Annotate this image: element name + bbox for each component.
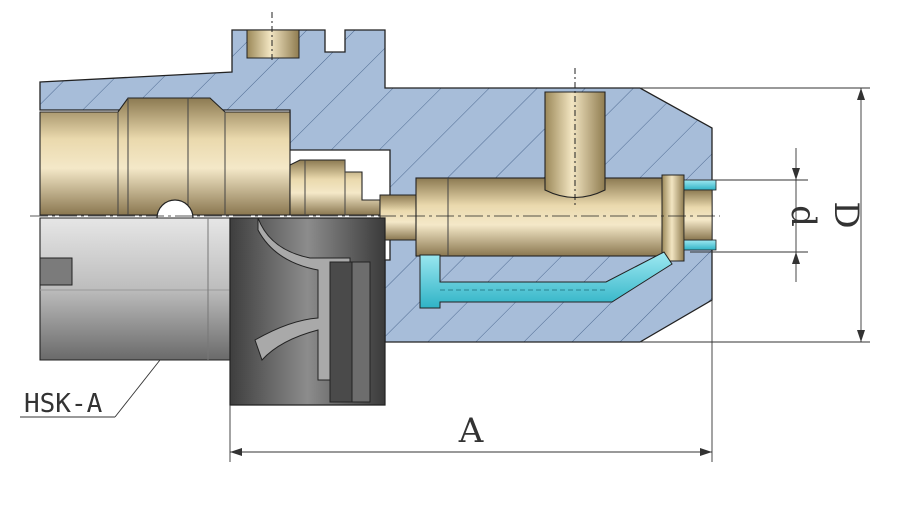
- hsk-shank: [39, 217, 231, 361]
- dim-label-A: A: [458, 411, 484, 451]
- set-screw-hole: [544, 91, 606, 198]
- coolant-channel: [419, 251, 673, 309]
- bore-step: [289, 159, 381, 216]
- dim-label-d: d: [783, 205, 823, 227]
- nose-ring: [661, 174, 685, 262]
- clamping-bore: [415, 177, 665, 257]
- key-slot: [246, 29, 300, 59]
- inner-bore-upper: [39, 97, 291, 216]
- holder-type-label: HSK-A: [24, 389, 103, 419]
- small-bore: [379, 194, 419, 241]
- dim-label-D: D: [826, 201, 866, 228]
